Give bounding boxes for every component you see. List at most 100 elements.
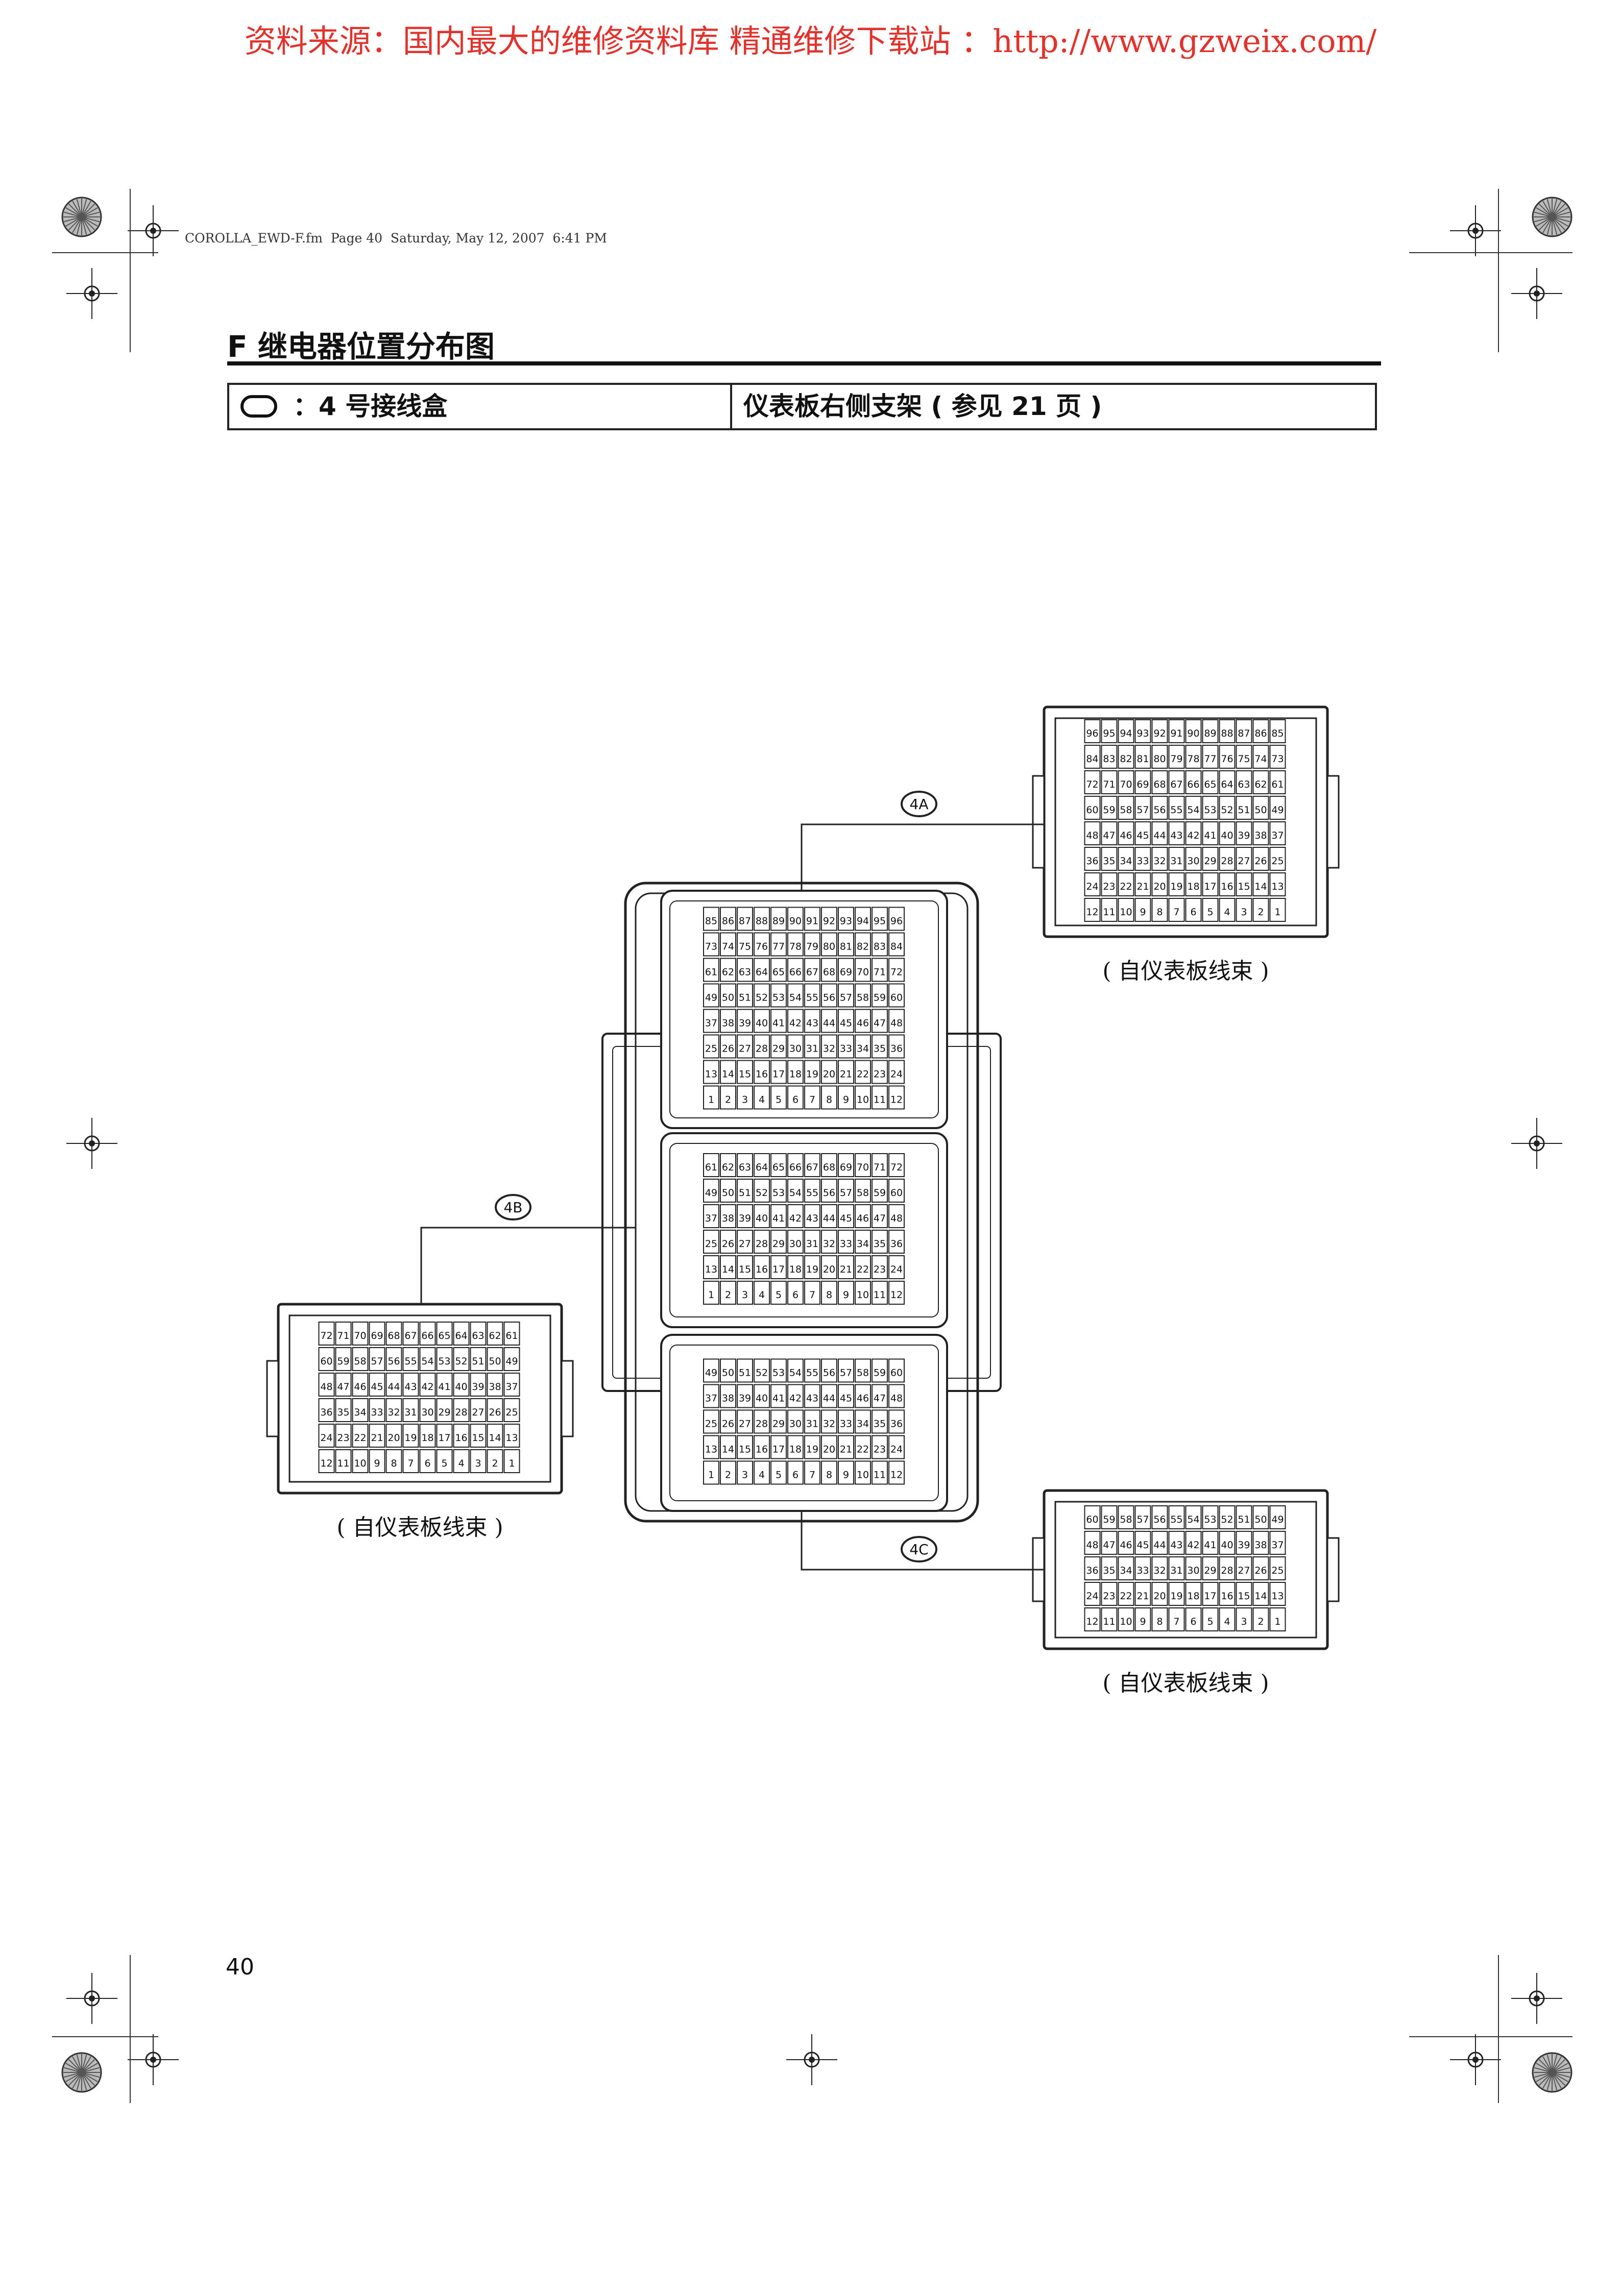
pin-cell	[703, 1409, 719, 1434]
pin-number: 47	[874, 1393, 886, 1404]
pin-cell	[1185, 796, 1202, 820]
pin-cell	[720, 1034, 736, 1059]
pin-number: 21	[1136, 1591, 1149, 1602]
pin-number: 26	[489, 1407, 501, 1418]
pin-cell	[838, 958, 854, 982]
pin-number: 91	[1170, 728, 1182, 739]
pin-cell	[1219, 821, 1236, 845]
pin-number: 25	[705, 1043, 717, 1055]
pin-number: 79	[1170, 753, 1182, 765]
pin-number: 88	[1221, 728, 1233, 739]
pin-number: 12	[890, 1470, 903, 1481]
pin-number: 21	[840, 1069, 852, 1080]
pin-cell	[1118, 719, 1134, 743]
pin-number: 53	[1204, 1514, 1216, 1525]
pin-cell	[318, 1398, 335, 1422]
pin-number: 68	[823, 1162, 835, 1173]
pin-cell	[855, 1204, 871, 1228]
pin-number: 42	[421, 1381, 433, 1393]
pin-cell	[1236, 796, 1252, 820]
pin-cell	[318, 1322, 335, 1346]
pin-cell	[821, 958, 837, 982]
pin-number: 56	[823, 992, 835, 1004]
pin-cell	[855, 958, 871, 982]
pin-number: 61	[705, 967, 717, 978]
pin-cell	[770, 1358, 787, 1383]
pin-number: 60	[890, 992, 903, 1004]
pin-cell	[1269, 898, 1286, 922]
pin-number: 96	[1086, 728, 1098, 739]
pin-cell	[821, 1009, 837, 1033]
pin-cell	[1252, 770, 1269, 794]
pin-cell	[804, 1230, 820, 1254]
pin-cell	[888, 958, 905, 982]
pin-cell	[1168, 1582, 1185, 1606]
pin-number: 21	[840, 1444, 852, 1455]
pin-cell	[888, 1153, 905, 1177]
pin-cell	[1168, 1556, 1185, 1580]
pin-number: 92	[1153, 728, 1166, 739]
pin-number: 11	[337, 1458, 349, 1469]
pin-cell	[1168, 1505, 1185, 1529]
pin-cell	[872, 1281, 888, 1305]
pin-number: 46	[857, 1393, 869, 1404]
pin-cell	[1134, 1505, 1151, 1529]
pin-cell	[770, 1085, 787, 1110]
pin-cell	[770, 958, 787, 982]
pin-number: 13	[1271, 881, 1284, 892]
pin-cell	[703, 1358, 719, 1383]
pin-number: 28	[1221, 1565, 1233, 1576]
pin-cell	[821, 1460, 837, 1485]
callout-4c: 4C	[901, 1536, 937, 1562]
pin-cell	[1168, 898, 1185, 922]
pin-number: 37	[1271, 1540, 1284, 1551]
pin-cell	[503, 1347, 520, 1371]
pin-cell	[1185, 745, 1202, 769]
pin-cell	[821, 1153, 837, 1177]
pin-cell	[754, 1153, 770, 1177]
pin-number: 60	[890, 1187, 903, 1199]
pin-number: 20	[823, 1069, 835, 1080]
pin-number: 87	[1238, 728, 1250, 739]
pin-number: 47	[337, 1381, 349, 1393]
pin-cell	[1101, 847, 1118, 871]
pin-number: 52	[756, 1187, 768, 1199]
pin-number: 18	[789, 1069, 802, 1080]
pin-cell	[821, 1384, 837, 1408]
pin-number: 10	[857, 1289, 869, 1301]
registration-mark	[1450, 205, 1501, 256]
pin-cell	[754, 1085, 770, 1110]
pin-number: 9	[843, 1470, 849, 1481]
pin-number: 21	[1136, 881, 1149, 892]
pin-cell	[1252, 898, 1269, 922]
pin-cell	[470, 1322, 487, 1346]
pin-cell	[888, 1358, 905, 1383]
pin-number: 21	[840, 1264, 852, 1275]
pin-number: 59	[337, 1356, 349, 1367]
pin-number: 5	[776, 1470, 782, 1481]
pin-number: 33	[1136, 856, 1149, 867]
pin-cell	[703, 1384, 719, 1408]
registration-mark	[1450, 2034, 1501, 2085]
pin-number: 28	[756, 1419, 768, 1430]
pin-cell	[737, 1230, 753, 1254]
pin-cell	[503, 1373, 520, 1397]
pin-number: 13	[505, 1432, 518, 1444]
pin-number: 8	[1156, 1616, 1163, 1627]
connector-latch	[1032, 775, 1045, 869]
pin-number: 42	[789, 1393, 802, 1404]
pin-cell	[821, 983, 837, 1008]
pin-cell	[1269, 1607, 1286, 1631]
pin-number: 37	[505, 1381, 518, 1393]
callout-label: 4C	[909, 1541, 928, 1558]
pin-cell	[838, 1460, 854, 1485]
pin-number: 37	[705, 1018, 717, 1029]
pin-cell	[787, 1384, 804, 1408]
pin-cell	[1084, 872, 1101, 896]
pin-cell	[838, 1358, 854, 1383]
pin-number: 85	[705, 916, 717, 927]
pin-cell	[1151, 796, 1168, 820]
pin-cell	[1202, 745, 1219, 769]
pin-cell	[369, 1449, 385, 1473]
